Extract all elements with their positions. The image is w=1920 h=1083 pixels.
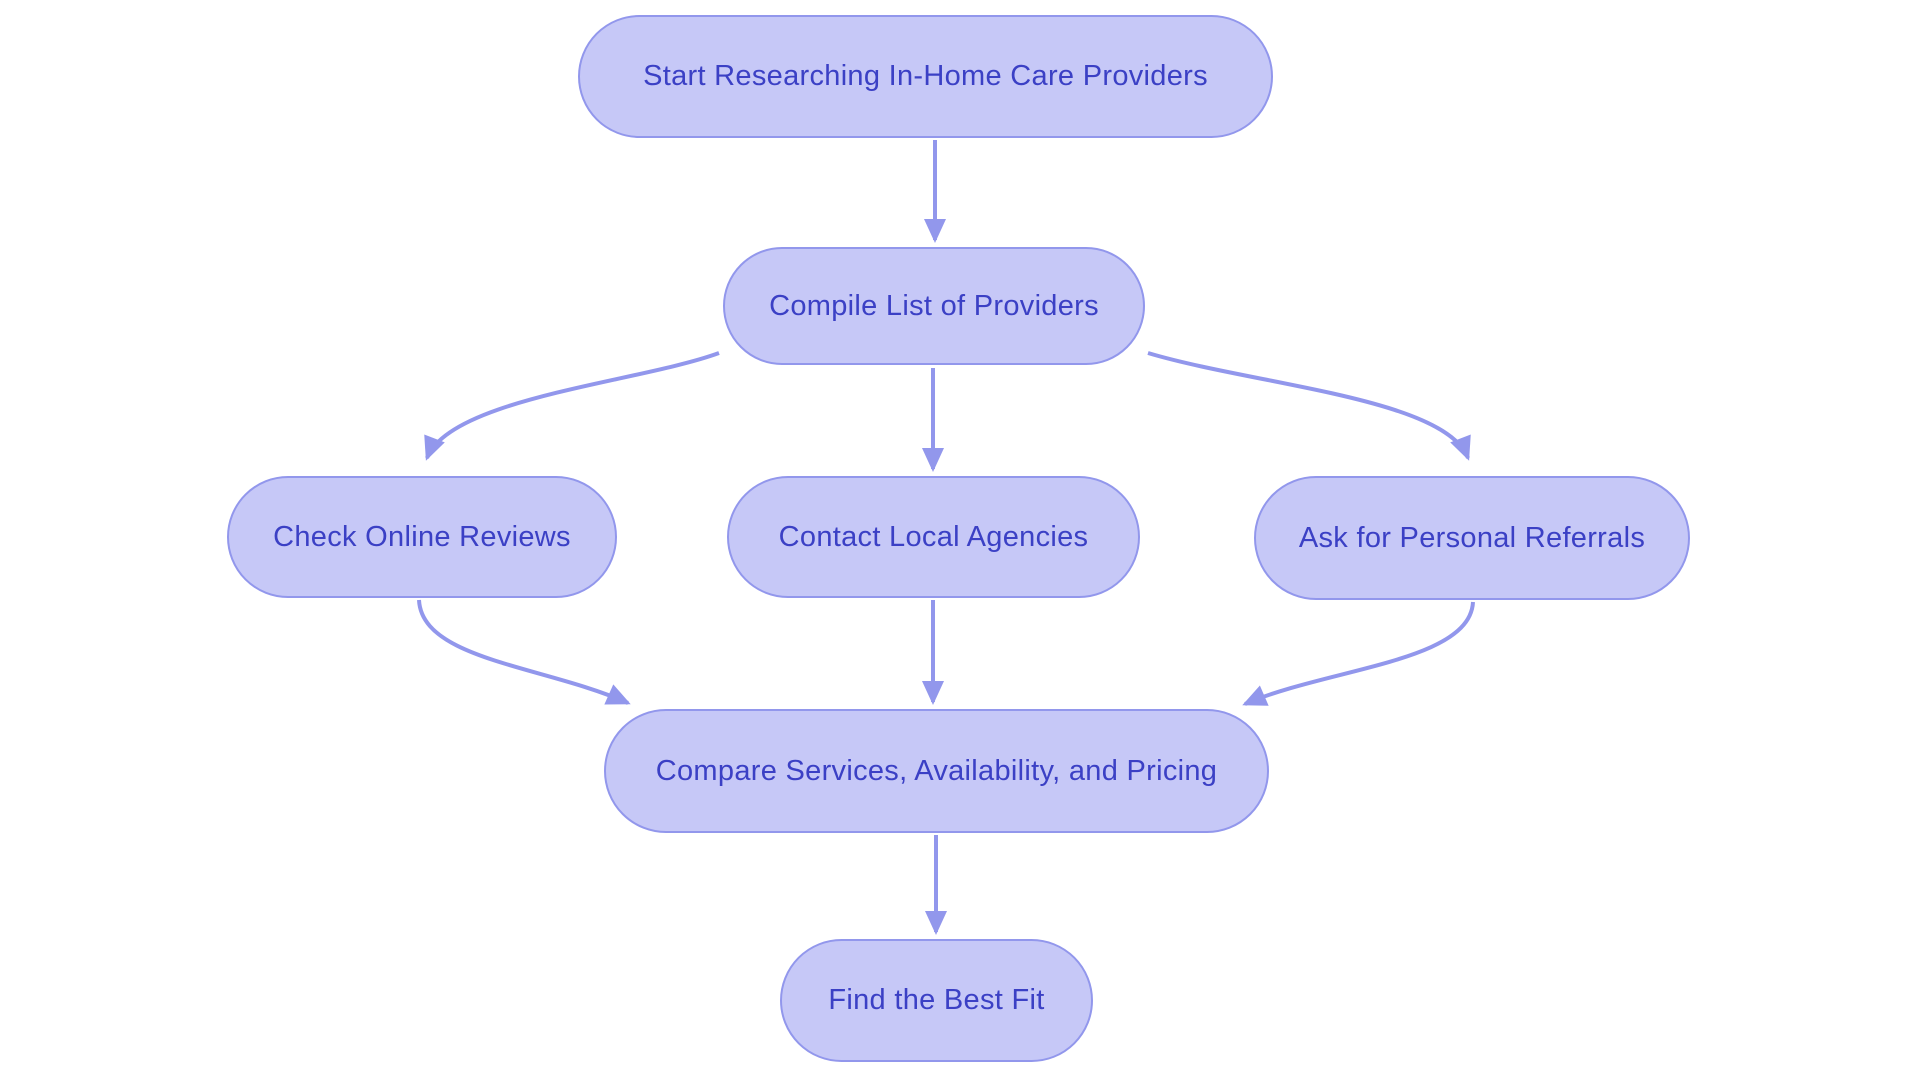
node-start-researching: Start Researching In-Home Care Providers xyxy=(578,15,1273,138)
edge-reviews-to-compare xyxy=(417,599,631,705)
node-check-online-reviews: Check Online Reviews xyxy=(227,476,617,598)
node-compare-services: Compare Services, Availability, and Pric… xyxy=(604,709,1269,833)
node-compare-services-label: Compare Services, Availability, and Pric… xyxy=(655,754,1218,787)
node-find-best-fit-label: Find the Best Fit xyxy=(828,984,1045,1016)
node-compile-list: Compile List of Providers xyxy=(723,247,1145,365)
node-start-researching-label: Start Researching In-Home Care Providers xyxy=(643,60,1208,92)
node-contact-local-agencies-label: Contact Local Agencies xyxy=(778,520,1089,553)
edge-referrals-to-compare xyxy=(1242,601,1475,706)
node-ask-personal-referrals: Ask for Personal Referrals xyxy=(1254,476,1690,600)
node-contact-local-agencies: Contact Local Agencies xyxy=(727,476,1140,598)
edge-compile-to-reviews xyxy=(424,351,720,461)
node-ask-personal-referrals-label: Ask for Personal Referrals xyxy=(1298,521,1646,554)
edge-compile-to-referrals xyxy=(1147,351,1471,461)
node-check-online-reviews-label: Check Online Reviews xyxy=(273,520,571,553)
node-compile-list-label: Compile List of Providers xyxy=(769,289,1099,322)
node-find-best-fit: Find the Best Fit xyxy=(780,939,1093,1062)
